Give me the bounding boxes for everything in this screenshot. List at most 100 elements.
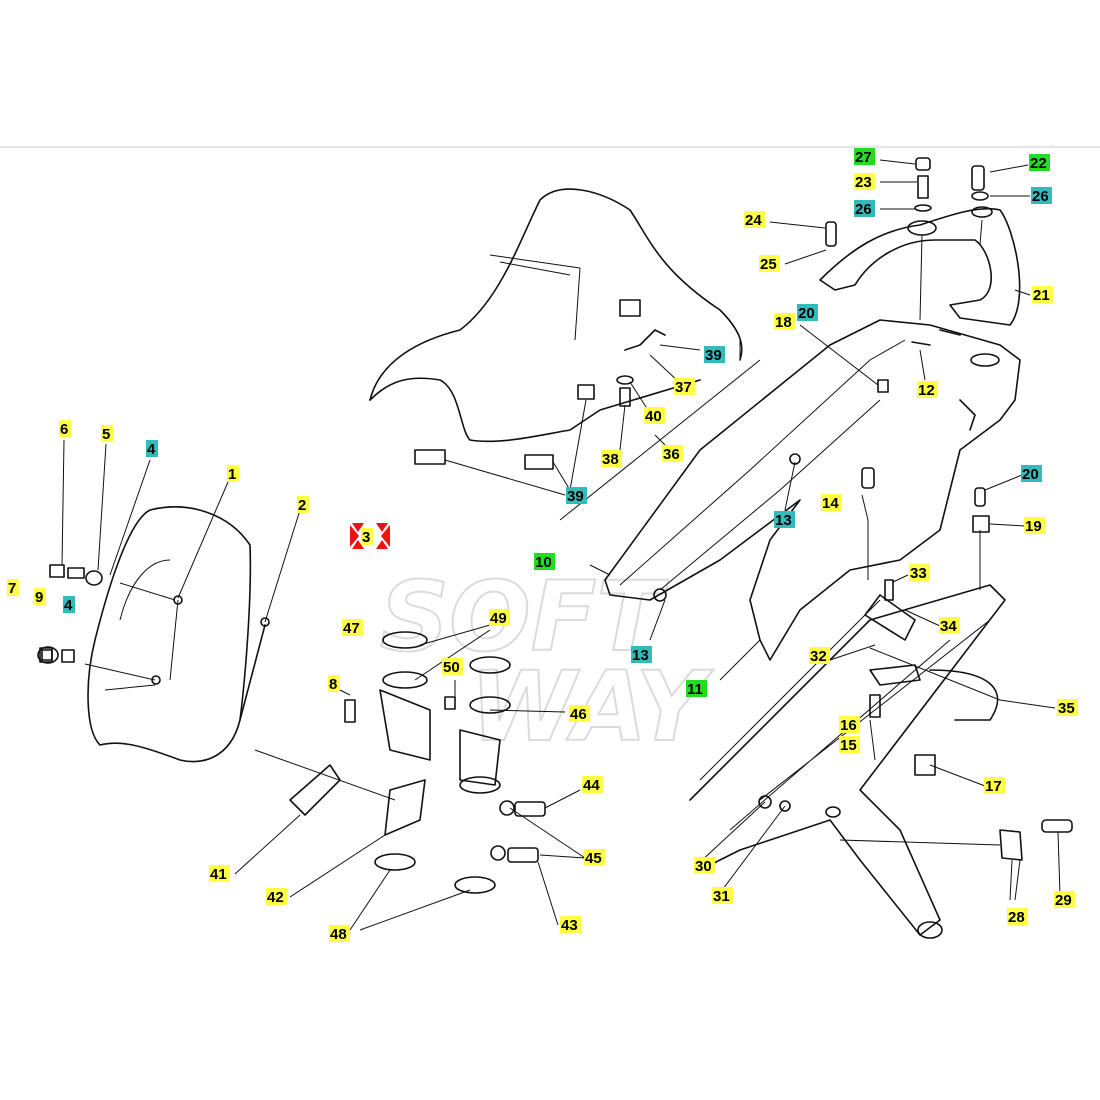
part-label-3[interactable]: 3 bbox=[350, 523, 390, 549]
part-label-50[interactable]: 50 bbox=[442, 658, 463, 676]
label-number: 47 bbox=[343, 620, 360, 637]
part-label-16[interactable]: 16 bbox=[839, 716, 860, 734]
part-label-41[interactable]: 41 bbox=[209, 865, 230, 883]
part-label-1[interactable]: 1 bbox=[227, 465, 239, 483]
part-label-42[interactable]: 42 bbox=[266, 888, 287, 906]
label-number: 21 bbox=[1033, 287, 1050, 304]
part-label-33[interactable]: 33 bbox=[909, 564, 930, 582]
part-label-46[interactable]: 46 bbox=[569, 705, 590, 723]
part-label-27[interactable]: 27 bbox=[854, 148, 875, 166]
part-label-5[interactable]: 5 bbox=[101, 425, 113, 443]
tail-fairing bbox=[589, 319, 1021, 681]
part-label-44[interactable]: 44 bbox=[582, 776, 603, 794]
part-label-39[interactable]: 39 bbox=[704, 346, 725, 364]
part-label-26[interactable]: 26 bbox=[854, 200, 875, 218]
label-number: 28 bbox=[1008, 909, 1025, 926]
label-number: 8 bbox=[329, 676, 337, 693]
part-label-12[interactable]: 12 bbox=[917, 381, 938, 399]
part-label-6[interactable]: 6 bbox=[59, 420, 71, 438]
label-background bbox=[774, 511, 795, 528]
label-background bbox=[1024, 517, 1045, 534]
label-background bbox=[984, 777, 1005, 794]
label-background bbox=[34, 588, 46, 605]
part-label-47[interactable]: 47 bbox=[342, 619, 363, 637]
label-number: 37 bbox=[675, 379, 692, 396]
label-number: 40 bbox=[645, 408, 662, 425]
label-background bbox=[266, 888, 287, 905]
label-background bbox=[7, 579, 19, 596]
part-label-23[interactable]: 23 bbox=[854, 173, 875, 191]
label-background bbox=[442, 658, 463, 675]
grab-rail bbox=[769, 157, 1031, 326]
part-label-15[interactable]: 15 bbox=[839, 736, 860, 754]
part-label-17[interactable]: 17 bbox=[984, 777, 1005, 795]
part-label-34[interactable]: 34 bbox=[939, 617, 960, 635]
part-label-29[interactable]: 29 bbox=[1054, 891, 1075, 909]
label-number: 10 bbox=[535, 554, 552, 571]
part-label-35[interactable]: 35 bbox=[1057, 699, 1078, 717]
part-label-25[interactable]: 25 bbox=[759, 255, 780, 273]
part-label-13[interactable]: 13 bbox=[774, 511, 795, 529]
part-label-49[interactable]: 49 bbox=[489, 609, 510, 627]
latch-parts bbox=[616, 329, 701, 451]
label-background bbox=[1032, 286, 1053, 303]
part-label-4[interactable]: 4 bbox=[63, 596, 75, 614]
part-label-19[interactable]: 19 bbox=[1024, 517, 1045, 535]
highlight-marker-icon bbox=[376, 540, 388, 549]
label-number: 33 bbox=[910, 565, 927, 582]
part-label-20[interactable]: 20 bbox=[1021, 465, 1042, 483]
part-label-30[interactable]: 30 bbox=[694, 857, 715, 875]
part-label-40[interactable]: 40 bbox=[644, 407, 665, 425]
part-label-31[interactable]: 31 bbox=[712, 887, 733, 905]
label-background bbox=[582, 776, 603, 793]
part-label-32[interactable]: 32 bbox=[809, 647, 830, 665]
label-number: 25 bbox=[760, 256, 777, 273]
label-number: 42 bbox=[267, 889, 284, 906]
label-background bbox=[839, 736, 860, 753]
part-label-26[interactable]: 26 bbox=[1031, 187, 1052, 205]
part-label-39[interactable]: 39 bbox=[566, 487, 587, 505]
label-number: 7 bbox=[8, 580, 16, 597]
part-label-20[interactable]: 20 bbox=[797, 304, 818, 322]
label-background bbox=[209, 865, 230, 882]
part-label-2[interactable]: 2 bbox=[297, 496, 309, 514]
part-label-10[interactable]: 10 bbox=[534, 553, 555, 571]
part-label-8[interactable]: 8 bbox=[328, 675, 340, 693]
part-label-43[interactable]: 43 bbox=[560, 916, 581, 934]
label-background bbox=[694, 857, 715, 874]
label-background bbox=[560, 916, 581, 933]
part-label-36[interactable]: 36 bbox=[662, 445, 683, 463]
label-number: 14 bbox=[822, 495, 839, 512]
part-label-4[interactable]: 4 bbox=[146, 440, 158, 458]
rear-frame bbox=[689, 467, 1073, 939]
part-label-14[interactable]: 14 bbox=[821, 494, 842, 512]
windscreen bbox=[37, 439, 301, 763]
label-number: 48 bbox=[330, 926, 347, 943]
part-label-37[interactable]: 37 bbox=[674, 378, 695, 396]
seat bbox=[369, 188, 761, 521]
part-label-21[interactable]: 21 bbox=[1032, 286, 1053, 304]
label-background bbox=[917, 381, 938, 398]
part-label-38[interactable]: 38 bbox=[601, 450, 622, 468]
label-background bbox=[489, 609, 510, 626]
part-label-24[interactable]: 24 bbox=[744, 211, 765, 229]
label-background bbox=[839, 716, 860, 733]
part-label-9[interactable]: 9 bbox=[34, 588, 46, 606]
label-background bbox=[63, 596, 75, 613]
part-label-18[interactable]: 18 bbox=[774, 313, 795, 331]
label-number: 27 bbox=[855, 149, 872, 166]
part-label-13[interactable]: 13 bbox=[631, 646, 652, 664]
label-background bbox=[909, 564, 930, 581]
part-label-48[interactable]: 48 bbox=[329, 925, 350, 943]
part-label-28[interactable]: 28 bbox=[1007, 908, 1028, 926]
part-label-45[interactable]: 45 bbox=[584, 849, 605, 867]
label-background bbox=[854, 148, 875, 165]
label-number: 43 bbox=[561, 917, 578, 934]
label-background bbox=[821, 494, 842, 511]
part-label-11[interactable]: 11 bbox=[686, 680, 707, 698]
label-number: 13 bbox=[775, 512, 792, 529]
part-label-22[interactable]: 22 bbox=[1029, 154, 1050, 172]
part-label-7[interactable]: 7 bbox=[7, 579, 19, 597]
highlight-marker-icon bbox=[381, 525, 390, 547]
